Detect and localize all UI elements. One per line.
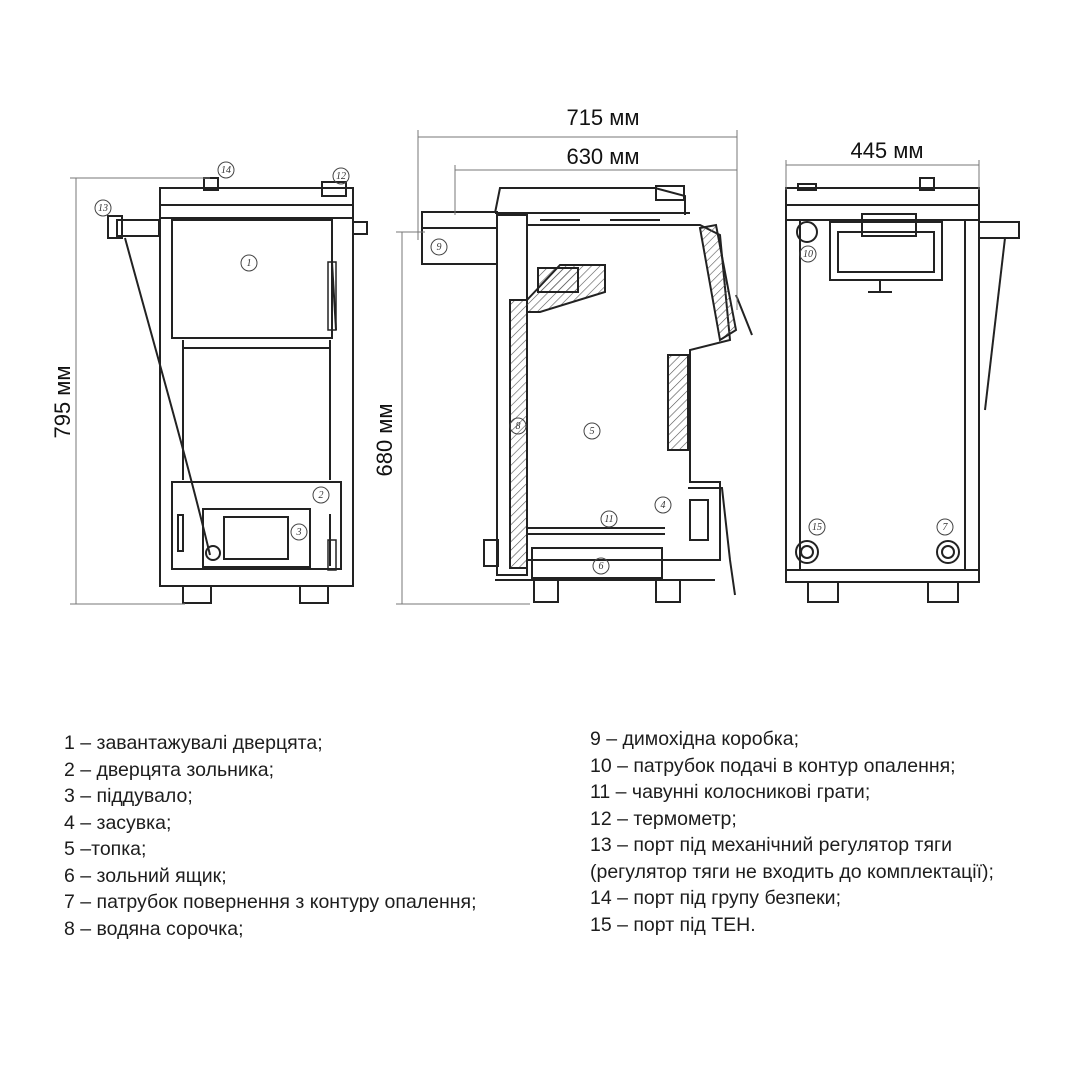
legend-item-13: 13 – порт під механічний регулятор тяги xyxy=(590,834,953,856)
legend-item-1: 1 – завантажувалі дверцята; xyxy=(64,732,323,754)
back-view xyxy=(785,177,1020,603)
side-view xyxy=(421,185,753,603)
chimney-box xyxy=(421,211,498,265)
callout-12: 12 xyxy=(336,171,346,182)
legend-item-6: 6 – зольний ящик; xyxy=(64,864,227,887)
boiler-technical-drawing: 14 12 13 1 2 3 xyxy=(50,105,1020,605)
back-view-callouts: 10 15 7 xyxy=(799,245,954,536)
legend-item-11: 11 – чавунні колосникові грати; xyxy=(590,781,871,803)
legend-item-12: 12 – термометр; xyxy=(590,807,737,830)
callout-3: 3 xyxy=(296,527,302,538)
dimension-labels: 715 мм 630 мм 445 мм 795 мм 680 мм xyxy=(50,105,924,477)
callout-10: 10 xyxy=(803,249,813,260)
ash-door xyxy=(171,481,342,570)
return-pipe xyxy=(936,540,960,564)
front-view xyxy=(107,177,368,604)
dim-side-width: 445 мм xyxy=(850,138,923,163)
callout-8: 8 xyxy=(516,421,521,432)
legend-item-8: 8 – водяна сорочка; xyxy=(64,917,244,940)
callout-11: 11 xyxy=(604,514,613,525)
supply-pipe xyxy=(796,221,818,243)
legend-item-10: 10 – патрубок подачі в контур опалення; xyxy=(590,754,956,777)
dim-body-height: 680 мм xyxy=(372,403,397,476)
legend-item-3: 3 – піддувало; xyxy=(64,785,193,807)
legend-item-5: 5 –топка; xyxy=(64,838,147,860)
callout-7: 7 xyxy=(943,522,949,533)
thermometer-port xyxy=(321,181,347,197)
callout-4: 4 xyxy=(661,500,666,511)
callout-14: 14 xyxy=(221,165,231,176)
ash-box xyxy=(531,547,663,579)
legend-right: 9 – димохідна коробка; 10 – патрубок под… xyxy=(590,726,994,938)
legend-item-9: 9 – димохідна коробка; xyxy=(590,728,799,750)
callout-5: 5 xyxy=(590,426,595,437)
callout-13: 13 xyxy=(98,203,108,214)
legend-item-15: 15 – порт під ТЕН. xyxy=(590,913,756,936)
callout-15: 15 xyxy=(812,522,822,533)
draft-regulator-wheel xyxy=(205,545,221,561)
legend-left: 1 – завантажувалі дверцята; 2 – дверцята… xyxy=(64,730,477,942)
loading-door xyxy=(171,219,333,339)
chimney-box-back xyxy=(829,221,943,281)
dimension-lines xyxy=(70,130,980,605)
legend-item-2: 2 – дверцята зольника; xyxy=(64,758,274,781)
side-view-callouts: 9 8 5 4 11 6 xyxy=(430,238,672,575)
callout-2: 2 xyxy=(319,490,324,501)
dim-total-height: 795 мм xyxy=(50,365,75,438)
legend-item-13-note: (регулятор тяги не входить до комплектац… xyxy=(590,860,994,883)
front-view-callouts: 14 12 13 1 2 3 xyxy=(94,161,350,541)
dim-body-depth: 630 мм xyxy=(566,144,639,169)
legend-item-7: 7 – патрубок повернення з контуру опален… xyxy=(64,891,477,913)
legend-item-14: 14 – порт під групу безпеки; xyxy=(590,887,841,909)
heater-port xyxy=(795,540,819,564)
callout-6: 6 xyxy=(599,561,604,572)
callout-1: 1 xyxy=(247,258,252,269)
legend-item-4: 4 – засувка; xyxy=(64,811,172,834)
callout-9: 9 xyxy=(437,242,442,253)
dim-total-width: 715 мм xyxy=(566,105,639,130)
